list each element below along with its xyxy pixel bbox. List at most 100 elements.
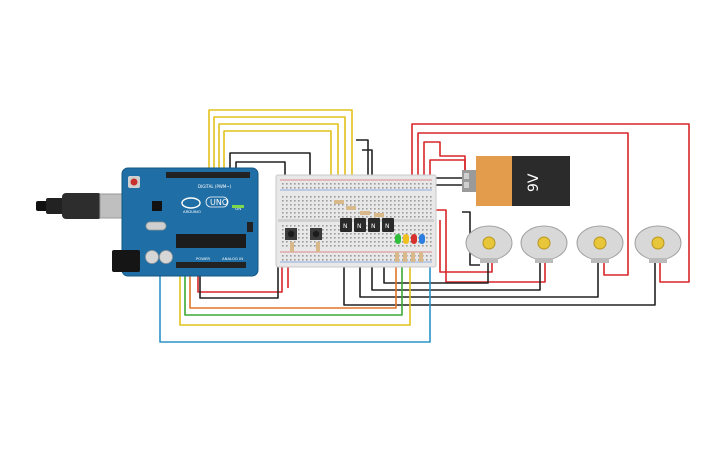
breadboard-hole[interactable] [338, 216, 340, 218]
breadboard-hole[interactable] [314, 259, 316, 261]
breadboard-hole[interactable] [314, 183, 316, 185]
breadboard-hole[interactable] [346, 259, 348, 261]
breadboard-hole[interactable] [378, 259, 380, 261]
breadboard-hole[interactable] [370, 259, 372, 261]
breadboard-hole[interactable] [398, 208, 400, 210]
breadboard-hole[interactable] [334, 245, 336, 247]
breadboard-hole[interactable] [418, 208, 420, 210]
breadboard-hole[interactable] [338, 204, 340, 206]
breadboard-hole[interactable] [410, 183, 412, 185]
breadboard-hole[interactable] [378, 241, 380, 243]
breadboard-hole[interactable] [286, 208, 288, 210]
breadboard-hole[interactable] [330, 196, 332, 198]
breadboard-hole[interactable] [358, 233, 360, 235]
breadboard-hole[interactable] [426, 208, 428, 210]
breadboard-hole[interactable] [334, 212, 336, 214]
breadboard-hole[interactable] [330, 225, 332, 227]
breadboard-hole[interactable] [370, 241, 372, 243]
breadboard-hole[interactable] [382, 204, 384, 206]
breadboard-hole[interactable] [394, 233, 396, 235]
breadboard-hole[interactable] [326, 212, 328, 214]
breadboard-hole[interactable] [394, 237, 396, 239]
breadboard-hole[interactable] [306, 183, 308, 185]
breadboard-hole[interactable] [378, 196, 380, 198]
breadboard-hole[interactable] [294, 259, 296, 261]
breadboard-hole[interactable] [354, 204, 356, 206]
breadboard-hole[interactable] [282, 237, 284, 239]
breadboard-hole[interactable] [430, 245, 432, 247]
breadboard-hole[interactable] [382, 259, 384, 261]
breadboard-hole[interactable] [326, 255, 328, 257]
breadboard-hole[interactable] [310, 196, 312, 198]
breadboard-hole[interactable] [418, 233, 420, 235]
breadboard-hole[interactable] [422, 196, 424, 198]
breadboard-hole[interactable] [354, 200, 356, 202]
breadboard-hole[interactable] [406, 204, 408, 206]
breadboard-hole[interactable] [310, 255, 312, 257]
breadboard-hole[interactable] [302, 241, 304, 243]
breadboard-hole[interactable] [298, 259, 300, 261]
breadboard-hole[interactable] [350, 259, 352, 261]
breadboard-hole[interactable] [322, 200, 324, 202]
breadboard-hole[interactable] [410, 245, 412, 247]
breadboard-hole[interactable] [310, 200, 312, 202]
breadboard-hole[interactable] [406, 183, 408, 185]
breadboard-hole[interactable] [322, 216, 324, 218]
breadboard-hole[interactable] [314, 245, 316, 247]
breadboard-hole[interactable] [338, 259, 340, 261]
breadboard-hole[interactable] [310, 183, 312, 185]
breadboard-hole[interactable] [410, 196, 412, 198]
transistor-3[interactable]: N [368, 218, 380, 232]
breadboard-hole[interactable] [358, 187, 360, 189]
transistor-2[interactable]: N [354, 218, 366, 232]
breadboard-hole[interactable] [430, 196, 432, 198]
breadboard-hole[interactable] [414, 187, 416, 189]
breadboard-hole[interactable] [390, 200, 392, 202]
breadboard-hole[interactable] [302, 208, 304, 210]
breadboard-hole[interactable] [306, 237, 308, 239]
breadboard-hole[interactable] [282, 196, 284, 198]
breadboard-hole[interactable] [422, 216, 424, 218]
breadboard-hole[interactable] [354, 183, 356, 185]
breadboard-hole[interactable] [346, 233, 348, 235]
breadboard-hole[interactable] [406, 229, 408, 231]
breadboard-hole[interactable] [430, 216, 432, 218]
breadboard-hole[interactable] [294, 208, 296, 210]
breadboard-hole[interactable] [314, 212, 316, 214]
breadboard-hole[interactable] [394, 200, 396, 202]
breadboard-hole[interactable] [366, 245, 368, 247]
breadboard-hole[interactable] [426, 255, 428, 257]
breadboard-hole[interactable] [410, 259, 412, 261]
breadboard-hole[interactable] [394, 212, 396, 214]
breadboard-hole[interactable] [322, 233, 324, 235]
breadboard-hole[interactable] [306, 255, 308, 257]
breadboard-hole[interactable] [350, 241, 352, 243]
breadboard-hole[interactable] [426, 225, 428, 227]
breadboard-hole[interactable] [398, 183, 400, 185]
breadboard-hole[interactable] [394, 183, 396, 185]
breadboard-hole[interactable] [366, 241, 368, 243]
breadboard-hole[interactable] [394, 225, 396, 227]
breadboard-hole[interactable] [282, 216, 284, 218]
breadboard-hole[interactable] [290, 204, 292, 206]
breadboard-hole[interactable] [302, 204, 304, 206]
breadboard-hole[interactable] [402, 229, 404, 231]
breadboard-hole[interactable] [346, 183, 348, 185]
breadboard-hole[interactable] [338, 212, 340, 214]
breadboard-hole[interactable] [282, 255, 284, 257]
breadboard-hole[interactable] [310, 204, 312, 206]
breadboard-hole[interactable] [386, 196, 388, 198]
breadboard-hole[interactable] [358, 245, 360, 247]
breadboard-hole[interactable] [402, 241, 404, 243]
breadboard-hole[interactable] [394, 245, 396, 247]
breadboard-hole[interactable] [286, 216, 288, 218]
breadboard-hole[interactable] [346, 196, 348, 198]
breadboard-hole[interactable] [326, 233, 328, 235]
breadboard-hole[interactable] [426, 200, 428, 202]
breadboard-hole[interactable] [386, 259, 388, 261]
breadboard-hole[interactable] [282, 233, 284, 235]
breadboard-hole[interactable] [402, 187, 404, 189]
breadboard-hole[interactable] [322, 259, 324, 261]
breadboard-hole[interactable] [422, 208, 424, 210]
breadboard-hole[interactable] [314, 225, 316, 227]
